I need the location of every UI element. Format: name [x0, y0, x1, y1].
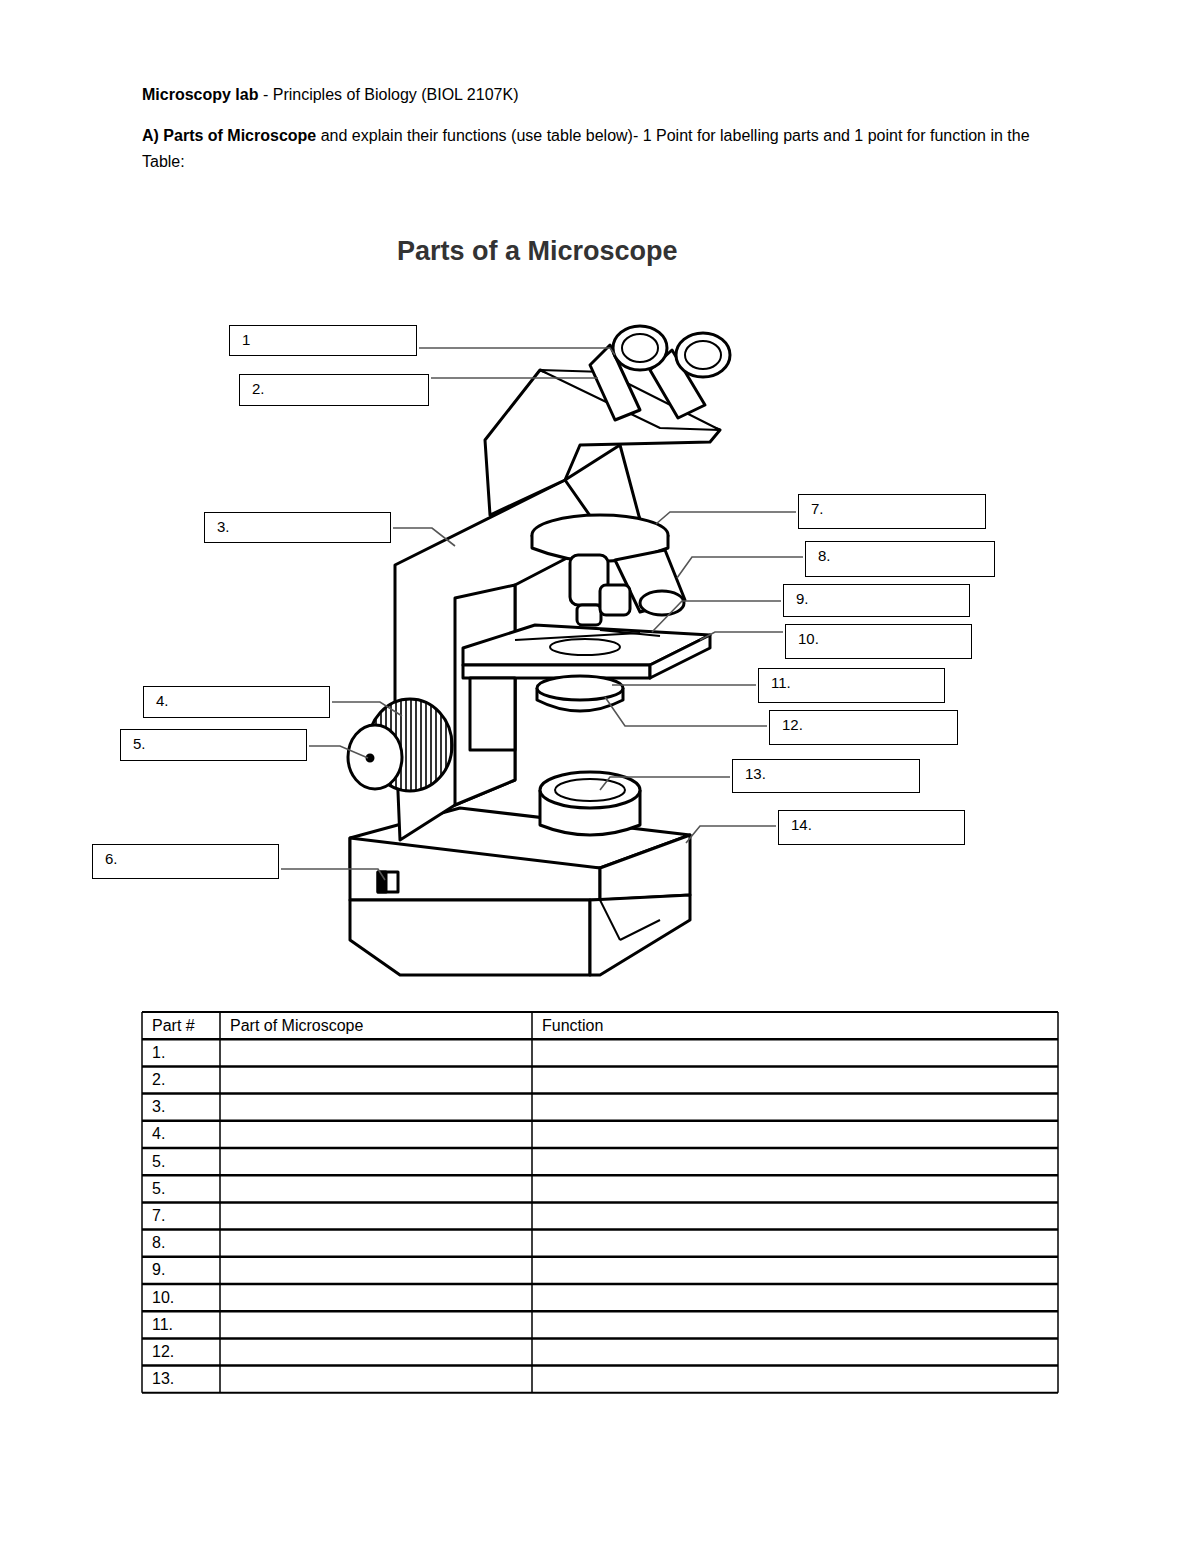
table-rule [142, 1310, 1058, 1313]
callout-box: 2. [239, 374, 429, 406]
callout-box: 13. [732, 759, 920, 793]
table-rule [142, 1337, 1058, 1340]
table-rule [142, 1228, 1058, 1231]
diagram-title: Parts of a Microscope [397, 236, 678, 267]
row-number: 9. [142, 1258, 220, 1283]
callout-number: 4. [156, 692, 169, 709]
row-number: 11. [142, 1312, 220, 1337]
callout-number: 10. [798, 630, 819, 647]
table-rule [219, 1012, 221, 1393]
callout-number: 2. [252, 380, 265, 397]
row-number: 5. [142, 1149, 220, 1174]
callout-number: 1 [242, 331, 250, 348]
table-header: Part # [142, 1013, 220, 1038]
callout-box: 14. [778, 810, 965, 845]
table-rule [142, 1038, 1058, 1041]
callout-box: 10. [785, 624, 972, 659]
row-number: 1. [142, 1040, 220, 1065]
row-number: 4. [142, 1122, 220, 1147]
instruction-bold: A) Parts of Microscope [142, 127, 316, 144]
callout-box: 9. [783, 584, 970, 617]
table-rule [531, 1012, 533, 1393]
table-rule [142, 1283, 1058, 1286]
table-rule [142, 1201, 1058, 1204]
callout-number: 11. [771, 674, 791, 691]
callout-box: 5. [120, 729, 307, 761]
table-rule [142, 1256, 1058, 1259]
table-rule [142, 1011, 1058, 1013]
callout-number: 8. [818, 547, 831, 564]
table-header: Part of Microscope [220, 1013, 532, 1038]
instruction-line: A) Parts of Microscope and explain their… [142, 123, 1042, 174]
callout-number: 14. [791, 816, 812, 833]
callout-box: 7. [798, 494, 986, 529]
callout-number: 3. [217, 518, 230, 535]
callout-box: 3. [204, 512, 391, 543]
callout-box: 1 [229, 325, 417, 356]
callout-box: 8. [805, 541, 995, 577]
table-rule [142, 1092, 1058, 1095]
header-line: Microscopy lab - Principles of Biology (… [142, 82, 1042, 108]
table-rule [142, 1174, 1058, 1177]
callout-box: 11. [758, 668, 945, 703]
header-text: - Principles of Biology (BIOL 2107K) [263, 86, 519, 103]
table-header: Function [532, 1013, 1058, 1038]
table-rule [141, 1012, 143, 1393]
callout-box: 6. [92, 844, 279, 879]
table-rule [142, 1065, 1058, 1068]
row-number: 10. [142, 1285, 220, 1310]
table-rule [142, 1392, 1058, 1394]
row-number: 8. [142, 1231, 220, 1256]
table-rule [142, 1120, 1058, 1123]
table-rule [1057, 1012, 1059, 1393]
row-number: 13. [142, 1367, 220, 1392]
callout-number: 9. [796, 590, 809, 607]
callout-number: 13. [745, 765, 766, 782]
row-number: 2. [142, 1067, 220, 1092]
callout-box: 4. [143, 686, 330, 718]
callout-number: 5. [133, 735, 146, 752]
callout-box: 12. [769, 710, 958, 745]
callout-number: 12. [782, 716, 803, 733]
callout-number: 7. [811, 500, 824, 517]
row-number: 12. [142, 1339, 220, 1364]
table-rule [142, 1147, 1058, 1150]
callout-number: 6. [105, 850, 118, 867]
row-number: 7. [142, 1203, 220, 1228]
row-number: 3. [142, 1095, 220, 1120]
row-number: 5. [142, 1176, 220, 1201]
table-rule [142, 1364, 1058, 1367]
header-bold: Microscopy lab [142, 86, 258, 103]
